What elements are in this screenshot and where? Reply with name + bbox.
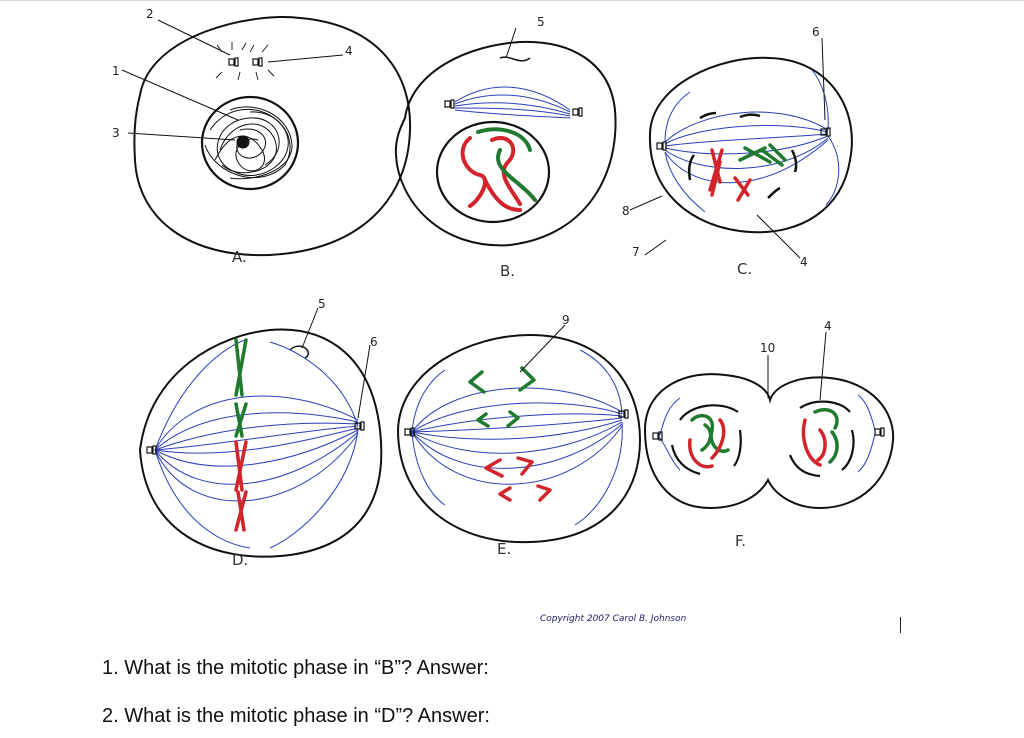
copyright-text: Copyright 2007 Carol B. Johnson	[540, 614, 687, 624]
chromatin-tangle	[204, 106, 293, 180]
callout-7: 7	[632, 245, 640, 259]
top-divider	[0, 0, 1024, 1]
label-a: A.	[232, 248, 247, 266]
chromosomes-f	[688, 407, 839, 469]
callout-8: 8	[622, 204, 630, 218]
leaders-d	[301, 307, 371, 419]
spindle-c	[664, 69, 840, 213]
centrioles-a	[215, 42, 275, 81]
label-b: B.	[500, 262, 515, 280]
nuclear-fragments-c	[687, 111, 798, 199]
text-cursor	[900, 617, 901, 633]
label-f: F.	[735, 532, 746, 550]
leaders-a	[121, 19, 344, 141]
callout-numbers: 2 1 3 4 5 6 7 8 4 5 6 9 10 4	[112, 7, 832, 355]
mitosis-diagram: A. B. C. D. E. F. 2 1 3 4 5 6 7 8 4 5 6 …	[112, 7, 895, 624]
label-e: E.	[497, 540, 511, 558]
spindle-d	[154, 339, 359, 549]
leaders-f	[767, 331, 827, 401]
callout-10: 10	[760, 341, 775, 355]
callout-4-a: 4	[345, 44, 353, 58]
spindle-b	[454, 86, 571, 119]
nuclear-envelopes-f	[670, 400, 855, 478]
spindle-e	[411, 349, 623, 526]
callout-1: 1	[112, 64, 120, 78]
cell-labels: A. B. C. D. E. F.	[232, 248, 752, 569]
callout-6-c: 6	[812, 25, 820, 39]
label-c: C.	[737, 260, 752, 278]
callout-3: 3	[112, 126, 120, 140]
label-d: D.	[232, 551, 248, 569]
cell-c	[629, 37, 853, 259]
cell-e	[396, 324, 642, 544]
cell-a	[121, 16, 412, 257]
cell-b	[394, 27, 617, 247]
callout-6-d: 6	[370, 335, 378, 349]
leaders-c	[629, 37, 826, 259]
callout-9: 9	[562, 313, 570, 327]
chromosomes-d	[234, 338, 248, 532]
spindle-f	[659, 394, 876, 473]
callout-4-f: 4	[824, 319, 832, 333]
callout-2: 2	[146, 7, 154, 21]
chromosomes-b	[460, 127, 537, 212]
cell-f	[643, 331, 895, 510]
callout-4-c: 4	[800, 255, 808, 269]
chromosomes-c	[708, 143, 787, 202]
question-2: 2. What is the mitotic phase in “D”? Ans…	[102, 705, 490, 727]
cell-d	[138, 307, 383, 558]
callout-5-d: 5	[318, 297, 326, 311]
question-1: 1. What is the mitotic phase in “B”? Ans…	[102, 657, 489, 679]
chromosomes-e	[468, 366, 552, 502]
callout-5-b: 5	[537, 15, 545, 29]
